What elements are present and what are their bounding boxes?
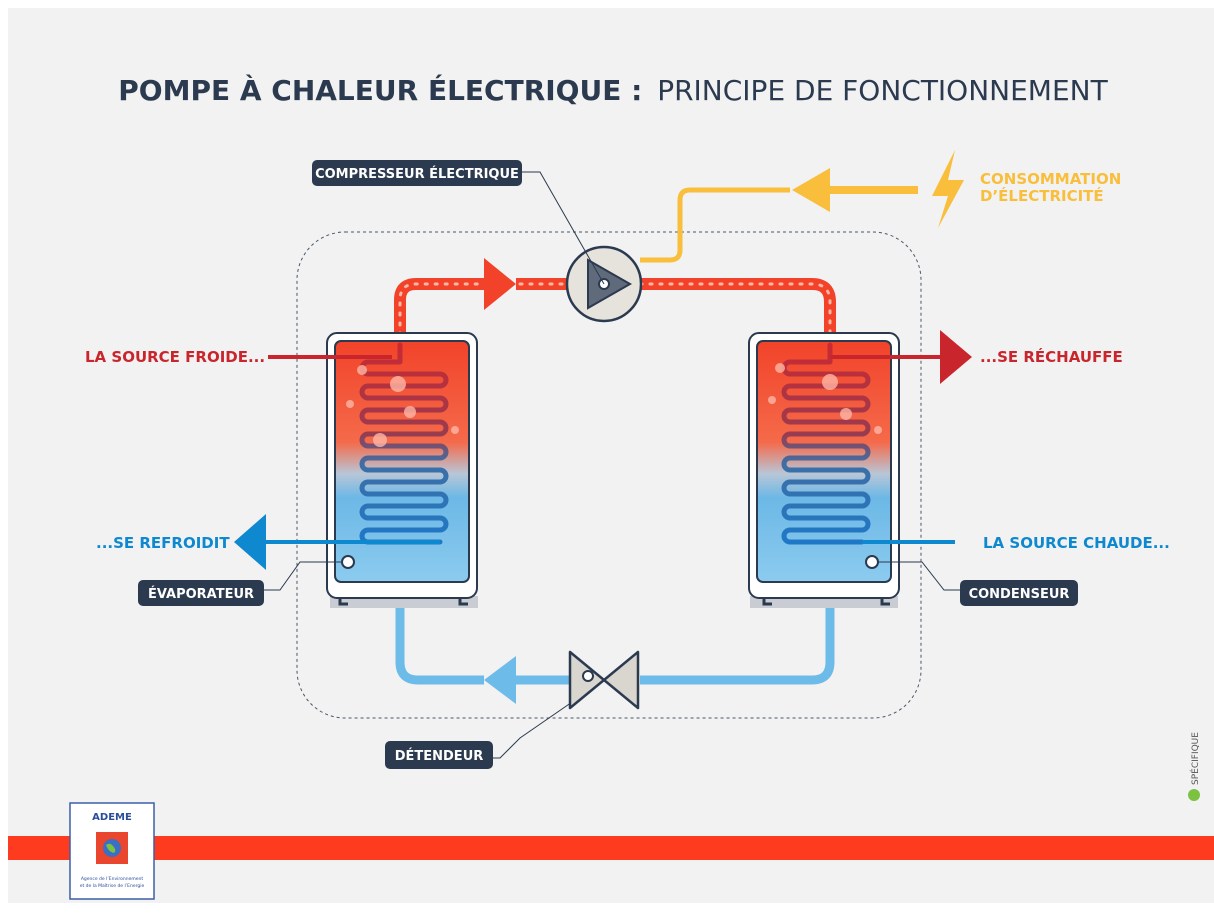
evaporator (326, 332, 478, 608)
valve-leader-line (492, 679, 605, 759)
valve-right-wing (602, 650, 640, 710)
evaporator-leader-line (264, 561, 342, 591)
compressor-tag-label: COMPRESSEUR ÉLECTRIQUE (315, 166, 519, 182)
evaporator-tag-label: ÉVAPORATEUR (148, 586, 254, 602)
cools-label: ...SE REFROIDIT (96, 534, 230, 552)
condenser (748, 332, 900, 608)
hot-flow-arrow-icon (484, 258, 516, 310)
compressor-leader-line (520, 171, 605, 285)
hot-pipe-right-bubbles (638, 282, 832, 347)
logo-name: ADEME (92, 812, 132, 823)
bubble (822, 374, 838, 390)
condenser-port (865, 555, 879, 569)
bubble (404, 406, 416, 418)
ademe-logo: ADEME Agence de l’Environnement et de la… (69, 802, 155, 900)
evaporator-tag (138, 580, 264, 606)
bubble (775, 363, 785, 373)
consumption-label-2: D’ÉLECTRICITÉ (980, 186, 1104, 205)
bubble (840, 408, 852, 420)
evaporator-coil (359, 342, 449, 545)
hot-pipe-left-bubbles (398, 282, 486, 347)
bubble (768, 396, 776, 404)
evaporator-port (341, 555, 355, 569)
condenser-tag (960, 580, 1078, 606)
condenser-coil (781, 342, 871, 545)
electricity-arrow-shaft (830, 186, 918, 194)
bubble (874, 426, 882, 434)
cold-flow-arrow-icon (484, 656, 516, 704)
bubble (357, 365, 367, 375)
evaporator-tank (334, 340, 470, 583)
compressor-tag (312, 160, 522, 186)
logo-line-1: Agence de l’Environnement (81, 876, 144, 882)
system-boundary (296, 231, 922, 719)
credit: SPÉCIFIQUE (1188, 732, 1201, 801)
page-title: POMPE À CHALEUR ÉLECTRIQUE : PRINCIPE DE… (118, 73, 1108, 107)
condenser-tag-label: CONDENSEUR (969, 587, 1070, 602)
electricity-arrow-head (792, 168, 830, 212)
logo-line-2: et de la Maîtrise de l’Energie (80, 882, 145, 889)
bubble (346, 400, 354, 408)
cold-source-label: LA SOURCE FROIDE... (85, 348, 265, 366)
globe-land (106, 843, 116, 853)
bubble (390, 376, 406, 392)
valve-tag-label: DÉTENDEUR (395, 748, 484, 764)
hot-source-label: LA SOURCE CHAUDE... (983, 534, 1170, 552)
condenser-tank (756, 340, 892, 583)
consumption-label-1: CONSOMMATION (980, 170, 1121, 188)
title-light: PRINCIPE DE FONCTIONNEMENT (657, 74, 1108, 107)
lightning-icon (932, 150, 964, 228)
condenser-leader-line (878, 561, 960, 591)
warms-arrow-icon (940, 330, 972, 384)
cools-arrow-icon (234, 514, 266, 570)
warms-label: ...SE RÉCHAUFFE (980, 347, 1123, 366)
valve-pivot (582, 670, 594, 682)
bubble (373, 433, 387, 447)
bottom-band (8, 836, 1214, 860)
title-bold: POMPE À CHALEUR ÉLECTRIQUE : (118, 73, 642, 107)
bubble (451, 426, 459, 434)
page-background (8, 8, 1214, 903)
cold-pipe-left (395, 580, 484, 685)
cold-pipe-right (640, 580, 835, 685)
credit-icon (1188, 789, 1200, 801)
valve-tag (385, 741, 493, 769)
electricity-line (640, 187, 790, 263)
credit-label: SPÉCIFIQUE (1189, 732, 1201, 785)
